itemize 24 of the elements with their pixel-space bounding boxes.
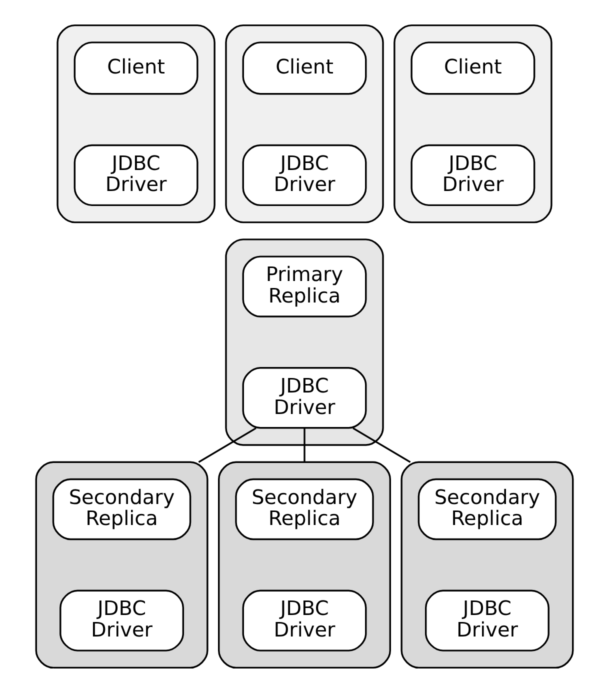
- node-box: JDBC Driver: [242, 367, 367, 429]
- node-box: Client: [242, 42, 367, 95]
- node-box: Primary Replica: [242, 256, 367, 318]
- node-box: JDBC Driver: [60, 590, 184, 652]
- node-box: Secondary Replica: [235, 478, 374, 540]
- cluster: [56, 24, 216, 224]
- node-box: Secondary Replica: [418, 478, 557, 540]
- node-box: JDBC Driver: [74, 144, 198, 206]
- node-box: JDBC Driver: [242, 590, 367, 652]
- cluster: [218, 461, 391, 669]
- cluster: [400, 461, 574, 669]
- connector: [352, 427, 411, 463]
- node-box: Client: [74, 42, 198, 95]
- node-box: JDBC Driver: [242, 144, 367, 206]
- connector: [304, 428, 306, 462]
- cluster: [225, 24, 384, 224]
- node-box: JDBC Driver: [424, 590, 550, 652]
- node-box: JDBC Driver: [410, 144, 536, 206]
- connector: [198, 427, 256, 463]
- cluster: [225, 238, 384, 446]
- node-box: Client: [410, 42, 536, 95]
- cluster: [394, 24, 552, 224]
- cluster: [35, 461, 208, 669]
- node-box: Secondary Replica: [52, 478, 192, 540]
